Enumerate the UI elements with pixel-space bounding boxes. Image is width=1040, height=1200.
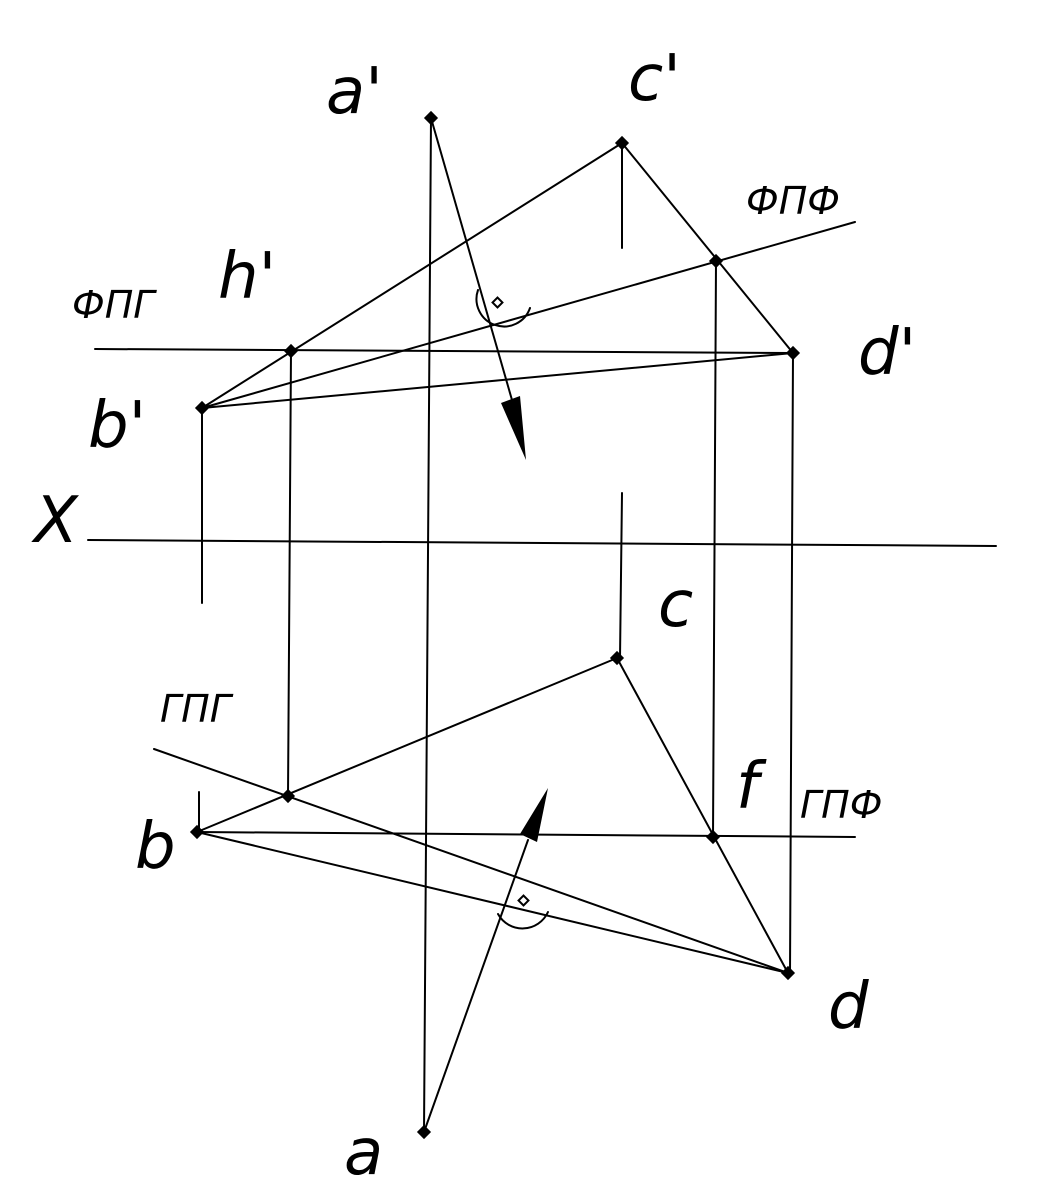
point-d-prime bbox=[785, 345, 801, 361]
horizontal-fpg bbox=[94, 348, 794, 354]
frontal-projection bbox=[94, 142, 856, 604]
edge-b-d bbox=[196, 831, 789, 974]
edge-b1-c1 bbox=[201, 142, 623, 409]
point-a-prime bbox=[423, 110, 439, 126]
arrow-head-upper bbox=[501, 396, 526, 460]
label-d-prime: d' bbox=[858, 316, 916, 390]
label-h-prime: h' bbox=[218, 240, 276, 314]
link-f bbox=[712, 260, 717, 838]
perp-line-upper bbox=[430, 117, 513, 401]
link-h bbox=[287, 350, 292, 797]
right-angle-mark-upper bbox=[491, 296, 504, 309]
perpendicular-upper bbox=[430, 117, 531, 460]
right-angle-mark-lower bbox=[517, 894, 530, 907]
x-axis-line bbox=[87, 539, 997, 547]
point-h bbox=[280, 788, 296, 804]
label-f: f bbox=[736, 750, 767, 824]
label-fpf: ФПФ bbox=[746, 179, 840, 223]
link-d bbox=[789, 352, 794, 974]
arrow-head-lower bbox=[520, 788, 548, 842]
point-c-prime bbox=[614, 135, 630, 151]
link-lines bbox=[287, 117, 794, 1133]
link-a bbox=[423, 117, 432, 1133]
label-a-prime: a' bbox=[326, 55, 383, 129]
point-f bbox=[705, 829, 721, 845]
point-b bbox=[189, 824, 205, 840]
point-b-prime bbox=[194, 400, 210, 416]
label-b-prime: b' bbox=[88, 389, 146, 463]
horizontal-projection bbox=[153, 492, 856, 974]
points bbox=[189, 110, 801, 1140]
label-d: d bbox=[828, 970, 869, 1044]
label-c-prime: c' bbox=[628, 42, 681, 116]
right-angle-arc-upper bbox=[475, 289, 531, 328]
perpendicular-lower bbox=[423, 788, 549, 1133]
point-a bbox=[416, 1124, 432, 1140]
right-angle-arc-lower bbox=[497, 911, 549, 930]
c-up-stub bbox=[619, 492, 623, 659]
edge-b1-d1 bbox=[201, 352, 794, 409]
label-gpf: ГПФ bbox=[800, 783, 882, 827]
label-gpg: ГПГ bbox=[160, 687, 234, 731]
point-c bbox=[609, 650, 625, 666]
label-a: a bbox=[344, 1116, 383, 1190]
point-d bbox=[780, 965, 796, 981]
point-f-prime bbox=[708, 253, 724, 269]
label-x-axis: X bbox=[31, 484, 79, 558]
edge-c1-d1 bbox=[621, 142, 794, 354]
perp-line-lower bbox=[423, 839, 529, 1133]
label-fpg: ФПГ bbox=[72, 283, 157, 327]
label-b: b bbox=[135, 810, 176, 884]
label-c: c bbox=[658, 568, 693, 642]
line-b1-f1 bbox=[201, 221, 856, 409]
edge-b-c bbox=[196, 657, 618, 833]
labels: a' c' ФПФ h' ФПГ d' b' X c ГПГ f ГПФ b d… bbox=[31, 42, 916, 1190]
edge-c-d bbox=[616, 657, 789, 974]
point-h-prime bbox=[283, 343, 299, 359]
line-gpg bbox=[153, 748, 789, 974]
